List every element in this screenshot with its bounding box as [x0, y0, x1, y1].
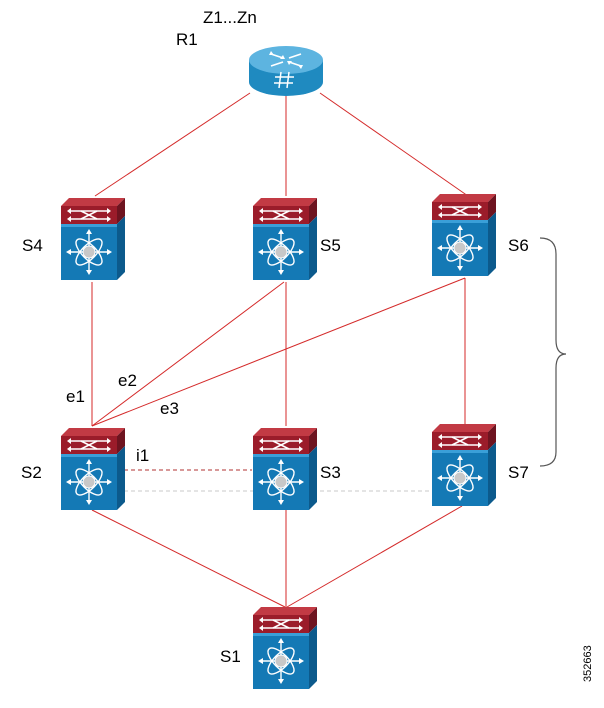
switch-s5-icon — [252, 197, 318, 281]
switch-label-s7: S7 — [508, 463, 529, 482]
router-icon — [248, 45, 324, 97]
switch-s6-icon — [431, 193, 497, 277]
switch-label-s2: S2 — [21, 463, 42, 482]
router-label: R1 — [176, 30, 198, 49]
links — [91, 92, 469, 608]
switch-s7-icon — [431, 423, 497, 507]
switch-s1-icon — [252, 606, 318, 690]
zone-label: Z1...Zn — [203, 8, 257, 27]
link-s7-s1 — [286, 505, 463, 608]
link-s2-s1 — [91, 509, 286, 608]
link-s6-s2-e3 — [91, 277, 466, 427]
switch-s3-icon — [252, 427, 318, 511]
link-s5-s2-e2 — [91, 281, 285, 427]
figure-id: 352663 — [582, 645, 594, 682]
switch-s2-icon — [60, 427, 126, 511]
switch-label-s6: S6 — [508, 236, 529, 255]
link-r1-s6 — [319, 92, 469, 197]
link-label-e2: e2 — [118, 371, 137, 390]
brace — [539, 237, 567, 467]
switch-label-s1: S1 — [220, 647, 241, 666]
switch-label-s3: S3 — [320, 463, 341, 482]
switch-s4-icon — [60, 197, 126, 281]
link-label-e3: e3 — [160, 399, 179, 418]
switch-label-s5: S5 — [320, 236, 341, 255]
switch-label-s4: S4 — [22, 236, 43, 255]
link-label-i1: i1 — [136, 446, 150, 465]
link-label-e1: e1 — [66, 387, 85, 406]
link-r1-s4 — [94, 92, 251, 197]
